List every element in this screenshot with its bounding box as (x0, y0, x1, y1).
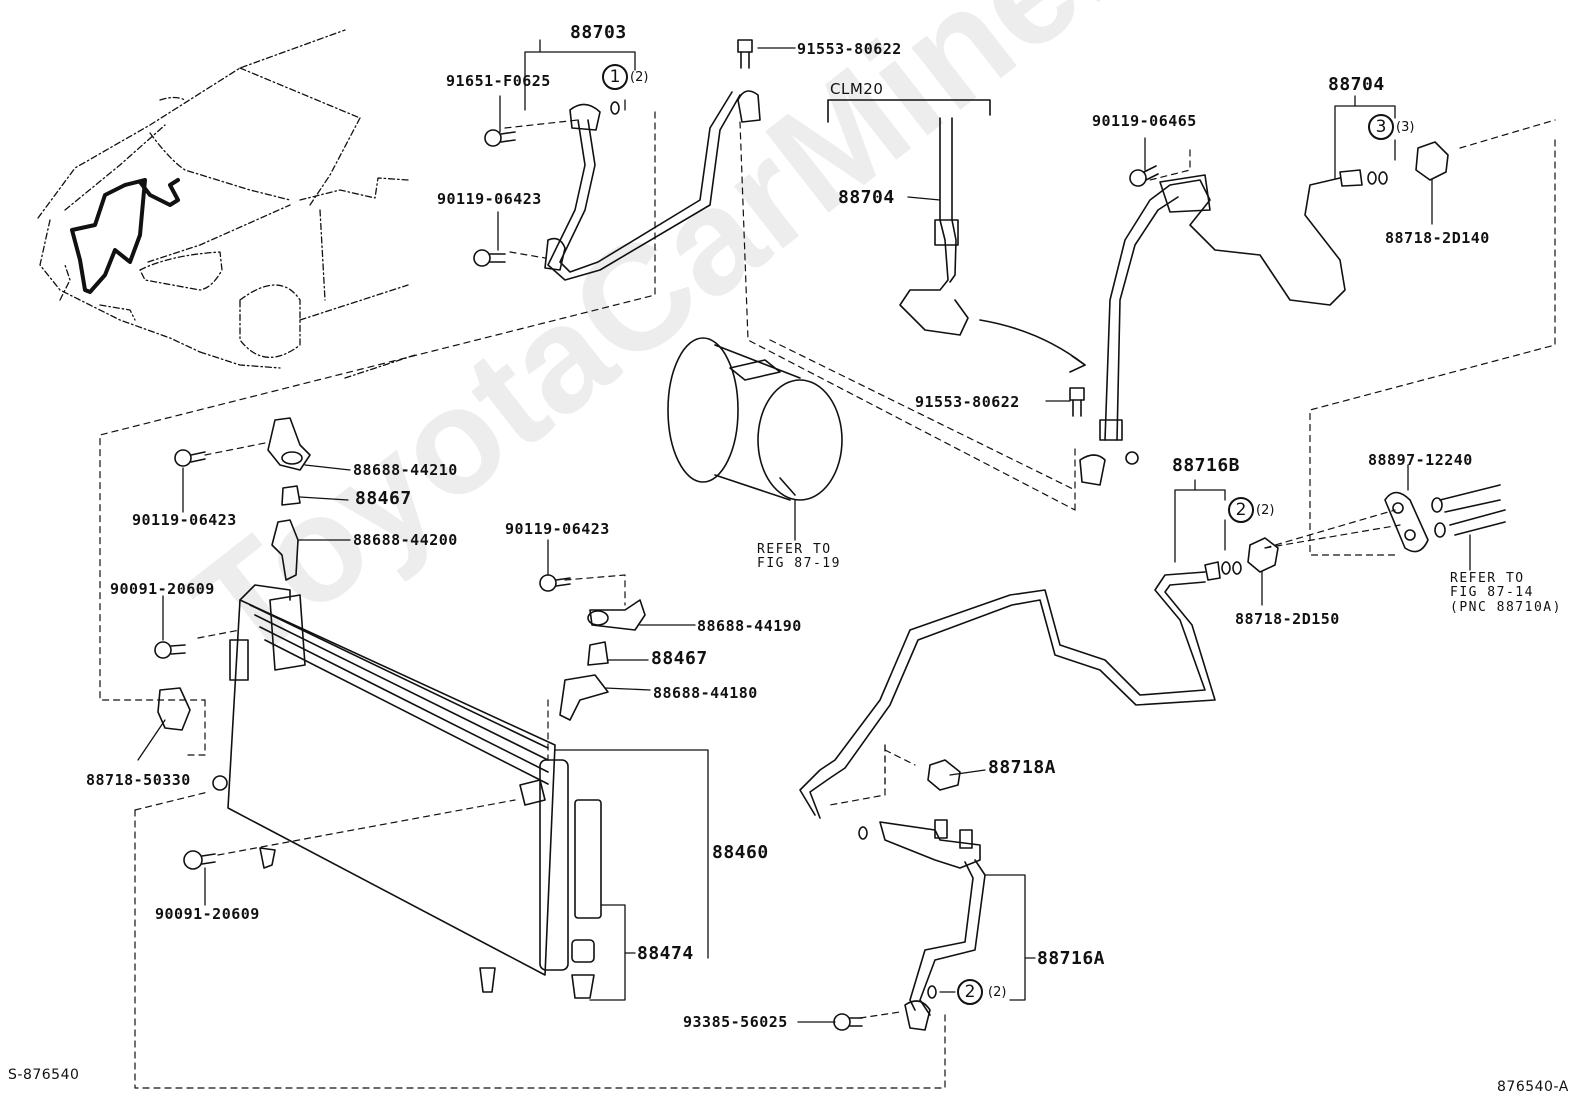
part-88703: 88703 (570, 22, 627, 43)
compressor (667, 337, 843, 501)
hose-88704-right (1099, 169, 1388, 441)
clm20-label: CLM20 (830, 80, 884, 98)
compressor-ref-line2: FIG 87-19 (757, 556, 841, 572)
callout-1: 1 (602, 64, 628, 90)
part-88688-44210: 88688-44210 (353, 461, 458, 479)
hose-88703 (544, 90, 761, 281)
condenser-88460 (227, 584, 569, 993)
bracket-88688-44190 (587, 599, 646, 631)
cushion-88467-lower (587, 641, 609, 666)
part-88688-44190: 88688-44190 (697, 617, 802, 635)
bracket-88688-44200 (271, 519, 299, 581)
callout-2-upper-qty: (2) (1256, 503, 1275, 518)
part-88704-clm20: 88704 (838, 187, 895, 208)
callout-2-lower: 2 (957, 979, 983, 1005)
callout-3: 3 (1368, 114, 1394, 140)
part-88467-upper: 88467 (355, 488, 412, 509)
part-88897-12240: 88897-12240 (1368, 451, 1473, 469)
part-88716b: 88716B (1172, 455, 1241, 476)
bracket-90119-06423-bolt (174, 449, 206, 467)
hose-88704-clm20 (899, 117, 969, 336)
bolt-91553-80622-mid (1069, 387, 1085, 417)
bolt-90091-20609-lower (183, 850, 216, 870)
part-90119-06423-mid: 90119-06423 (505, 520, 610, 538)
part-88704-right: 88704 (1328, 74, 1385, 95)
callout-1-qty: (2) (630, 70, 649, 85)
vehicle-location-illustration (37, 29, 416, 379)
part-90119-06465: 90119-06465 (1092, 112, 1197, 130)
compressor-reference: REFER TO FIG 87-19 (757, 542, 841, 572)
hose-88716b (799, 561, 1242, 819)
part-88718-2d140: 88718-2D140 (1385, 229, 1490, 247)
bolt-90119-06423-top (473, 249, 506, 267)
nut-88718-2d150 (1247, 537, 1279, 573)
part-88718-50330: 88718-50330 (86, 771, 191, 789)
bolt-91553-80622-top (737, 39, 753, 69)
bolt-90119-06423-mid (539, 574, 571, 592)
part-88688-44180: 88688-44180 (653, 684, 758, 702)
pipe-88716a (858, 819, 986, 1031)
part-90119-06423-left: 90119-06423 (132, 511, 237, 529)
part-91651-f0625: 91651-F0625 (446, 72, 551, 90)
part-88718-2d150: 88718-2D150 (1235, 610, 1340, 628)
dashed-guide-lines (99, 111, 1556, 1089)
evap-ref-line2: FIG 87-14 (1450, 585, 1534, 601)
clamp-88718a (927, 759, 961, 791)
bolt-90091-20609-upper (154, 641, 186, 659)
evap-ref-line3: (PNC 88710A) (1450, 599, 1562, 615)
part-90091-20609-lower: 90091-20609 (155, 905, 260, 923)
bracket-88688-44180 (559, 674, 609, 721)
bracket-88688-44210 (267, 417, 311, 471)
bolt-91651-f0625 (484, 129, 516, 147)
evap-ref-line1: REFER TO (1450, 571, 1525, 586)
part-93385-56025: 93385-56025 (683, 1013, 788, 1031)
callout-2-lower-qty: (2) (988, 985, 1007, 1000)
bracket-88718-50330 (157, 687, 191, 731)
part-88716a: 88716A (1037, 948, 1106, 969)
arrow (979, 319, 1086, 366)
part-88474: 88474 (637, 943, 694, 964)
desiccant-88474 (571, 799, 602, 999)
part-91553-80622-top: 91553-80622 (797, 40, 902, 58)
bolt-93385-56025 (833, 1013, 863, 1031)
part-88718a: 88718A (988, 757, 1057, 778)
part-90119-06423-top: 90119-06423 (437, 190, 542, 208)
plate-88897-12240 (1384, 491, 1429, 553)
evaporator-reference: REFER TO FIG 87-14 (PNC 88710A) (1450, 571, 1562, 615)
callout-3-qty: (3) (1396, 120, 1415, 135)
part-90091-20609-upper: 90091-20609 (110, 580, 215, 598)
figure-code-left: S-876540 (8, 1067, 80, 1083)
part-91553-80622-mid: 91553-80622 (915, 393, 1020, 411)
part-88467-lower: 88467 (651, 648, 708, 669)
evaporator-pipes (1431, 484, 1506, 538)
cushion-88467-upper (281, 485, 301, 506)
part-88460: 88460 (712, 842, 769, 863)
bolt-90119-06465 (1129, 165, 1159, 187)
callout-2-upper: 2 (1228, 497, 1254, 523)
leader-lines (137, 39, 1471, 1023)
figure-code-right: 876540-A (1497, 1079, 1569, 1095)
part-88688-44200: 88688-44200 (353, 531, 458, 549)
ac-line-highlight (70, 178, 180, 294)
nut-88718-2d140 (1415, 141, 1449, 181)
compressor-ref-line1: REFER TO (757, 542, 832, 557)
